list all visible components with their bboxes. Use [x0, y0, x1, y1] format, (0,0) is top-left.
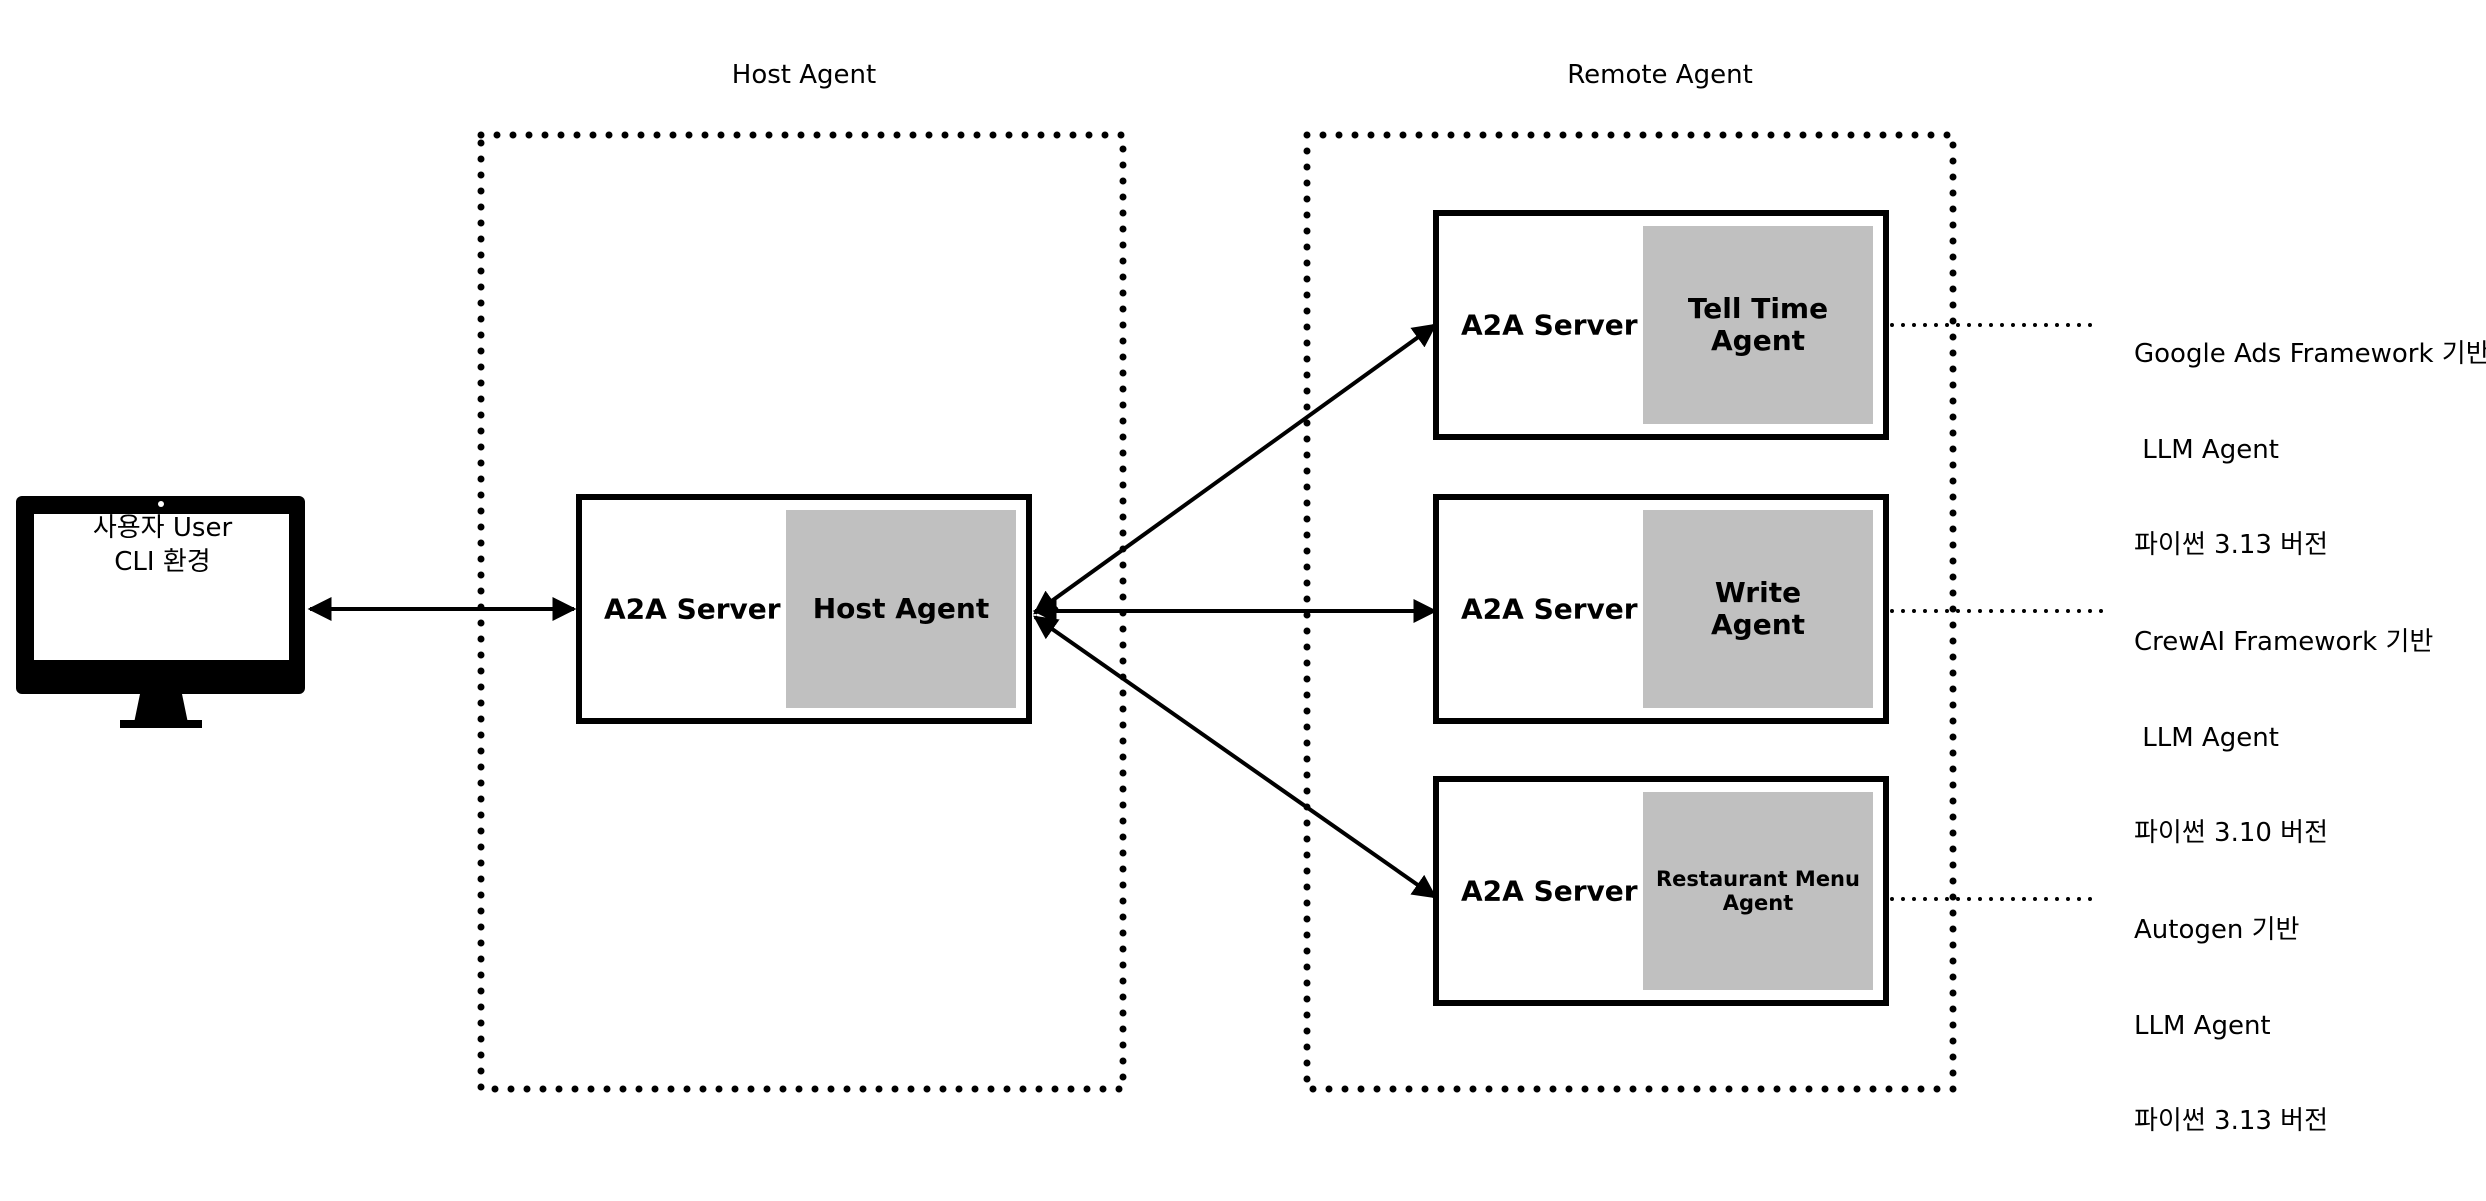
- restaurant-note-line1: Autogen 기반: [2134, 915, 2300, 946]
- host-group-title: Host Agent: [731, 60, 877, 90]
- write-note-line1: CrewAI Framework 기반: [2134, 627, 2434, 658]
- restaurant-note: Autogen 기반 LLM Agent 파이썬 3.13 버전: [2134, 852, 2328, 1201]
- host-to-tell-time-arrow: [1033, 323, 1437, 615]
- tell-time-note-line2: LLM Agent: [2134, 434, 2279, 465]
- tell-time-agent-block: Tell Time Agent: [1643, 226, 1873, 424]
- tell-time-note: Google Ads Framework 기반 LLM Agent 파이썬 3.…: [2134, 276, 2486, 625]
- tell-time-agent-line1: Tell Time: [1687, 291, 1829, 325]
- write-note-line2: LLM Agent: [2134, 722, 2279, 753]
- tell-time-server-label: A2A Server: [1461, 308, 1638, 342]
- client-label: 사용자 User CLI 환경: [36, 512, 289, 580]
- write-note-line3: 파이썬 3.10 버전: [2134, 817, 2329, 848]
- monitor-icon: [16, 496, 305, 728]
- host-group-box: [477, 131, 1127, 1093]
- tell-time-server-box: A2A Server Tell Time Agent: [1433, 210, 1889, 440]
- restaurant-server-box: A2A Server Restaurant Menu Agent: [1433, 776, 1889, 1006]
- remote-group-box: [1303, 131, 1957, 1093]
- client-label-line2: CLI 환경: [114, 546, 211, 577]
- restaurant-agent-line2: Agent: [1722, 891, 1794, 915]
- host-server-label: A2A Server: [604, 592, 781, 626]
- restaurant-agent-line1: Restaurant Menu: [1656, 866, 1860, 891]
- restaurant-note-line3: 파이썬 3.13 버전: [2134, 1105, 2329, 1136]
- host-agent-label: Host Agent: [812, 591, 990, 625]
- restaurant-note-line2: LLM Agent: [2134, 1010, 2271, 1041]
- host-to-restaurant-arrow: [1033, 615, 1437, 899]
- tell-time-note-line1: Google Ads Framework 기반: [2134, 339, 2486, 370]
- host-agent-block: Host Agent: [786, 510, 1016, 708]
- connector-layer: [16, 323, 2106, 901]
- write-server-label: A2A Server: [1461, 592, 1638, 626]
- restaurant-server-label: A2A Server: [1461, 874, 1638, 908]
- write-agent-block: Write Agent: [1643, 510, 1873, 708]
- tell-time-note-line3: 파이썬 3.13 버전: [2134, 529, 2329, 560]
- write-agent-line1: Write: [1714, 575, 1802, 609]
- write-note: CrewAI Framework 기반 LLM Agent 파이썬 3.10 버…: [2134, 564, 2433, 913]
- client-label-line1: 사용자 User: [92, 513, 233, 543]
- write-agent-line2: Agent: [1710, 608, 1806, 641]
- restaurant-agent-block: Restaurant Menu Agent: [1643, 792, 1873, 990]
- write-server-box: A2A Server Write Agent: [1433, 494, 1889, 724]
- architecture-diagram: Host Agent Remote Agent 사용자 User CLI 환경 …: [16, 60, 2486, 1136]
- host-server-box: A2A Server Host Agent: [576, 494, 1032, 724]
- tell-time-agent-line2: Agent: [1710, 324, 1806, 357]
- remote-group-title: Remote Agent: [1567, 60, 1753, 90]
